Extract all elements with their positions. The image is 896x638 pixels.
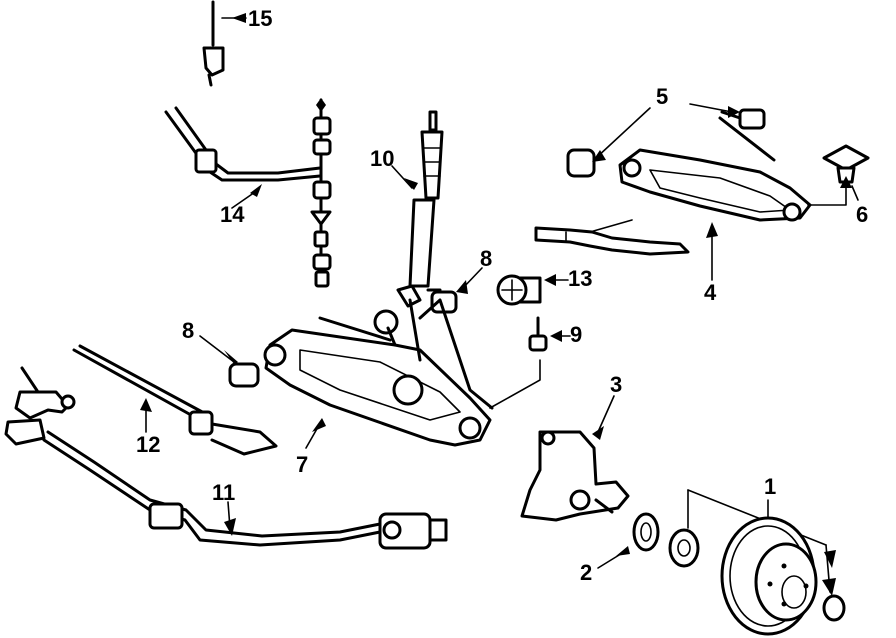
callout-12: 12 (136, 432, 160, 457)
stabilizer-link-15 (202, 0, 247, 87)
callout-1: 1 (764, 474, 776, 499)
callout-3: 3 (610, 372, 622, 397)
ball-joint-6 (807, 144, 870, 206)
lower-arm-rod (408, 298, 541, 410)
seal-2 (597, 512, 660, 569)
callout-8-upper: 8 (480, 246, 492, 271)
callout-10: 10 (370, 146, 394, 171)
callout-2: 2 (580, 560, 592, 585)
callout-5: 5 (656, 84, 668, 109)
callout-14: 14 (220, 202, 245, 227)
steering-knuckle-3 (520, 395, 630, 522)
callout-6: 6 (856, 202, 868, 227)
ball-joint-9 (528, 316, 571, 352)
callout-7: 7 (296, 452, 308, 477)
brake-rotor-1 (720, 499, 846, 636)
callout-13: 13 (568, 266, 592, 291)
lower-control-arm-7 (263, 309, 492, 449)
bushing-13 (496, 274, 569, 306)
upper-control-arm-4 (566, 103, 812, 281)
callout-15: 15 (248, 6, 272, 31)
callout-11: 11 (212, 480, 235, 505)
stabilizer-bar-14 (164, 106, 322, 209)
callout-9: 9 (570, 322, 582, 347)
bushing-8-lower (199, 335, 260, 388)
callout-4: 4 (704, 280, 717, 305)
linkage-11 (4, 366, 448, 550)
strut-rod-12 (72, 344, 278, 456)
link-bushing-stack (310, 98, 332, 288)
callout-labels: 1 2 3 4 5 6 7 8 8 9 10 11 12 13 14 15 (136, 6, 868, 585)
bearing (668, 489, 827, 568)
cross-shaft (534, 219, 690, 256)
shock-absorber-10 (391, 110, 444, 308)
callout-8-lower: 8 (182, 318, 194, 343)
